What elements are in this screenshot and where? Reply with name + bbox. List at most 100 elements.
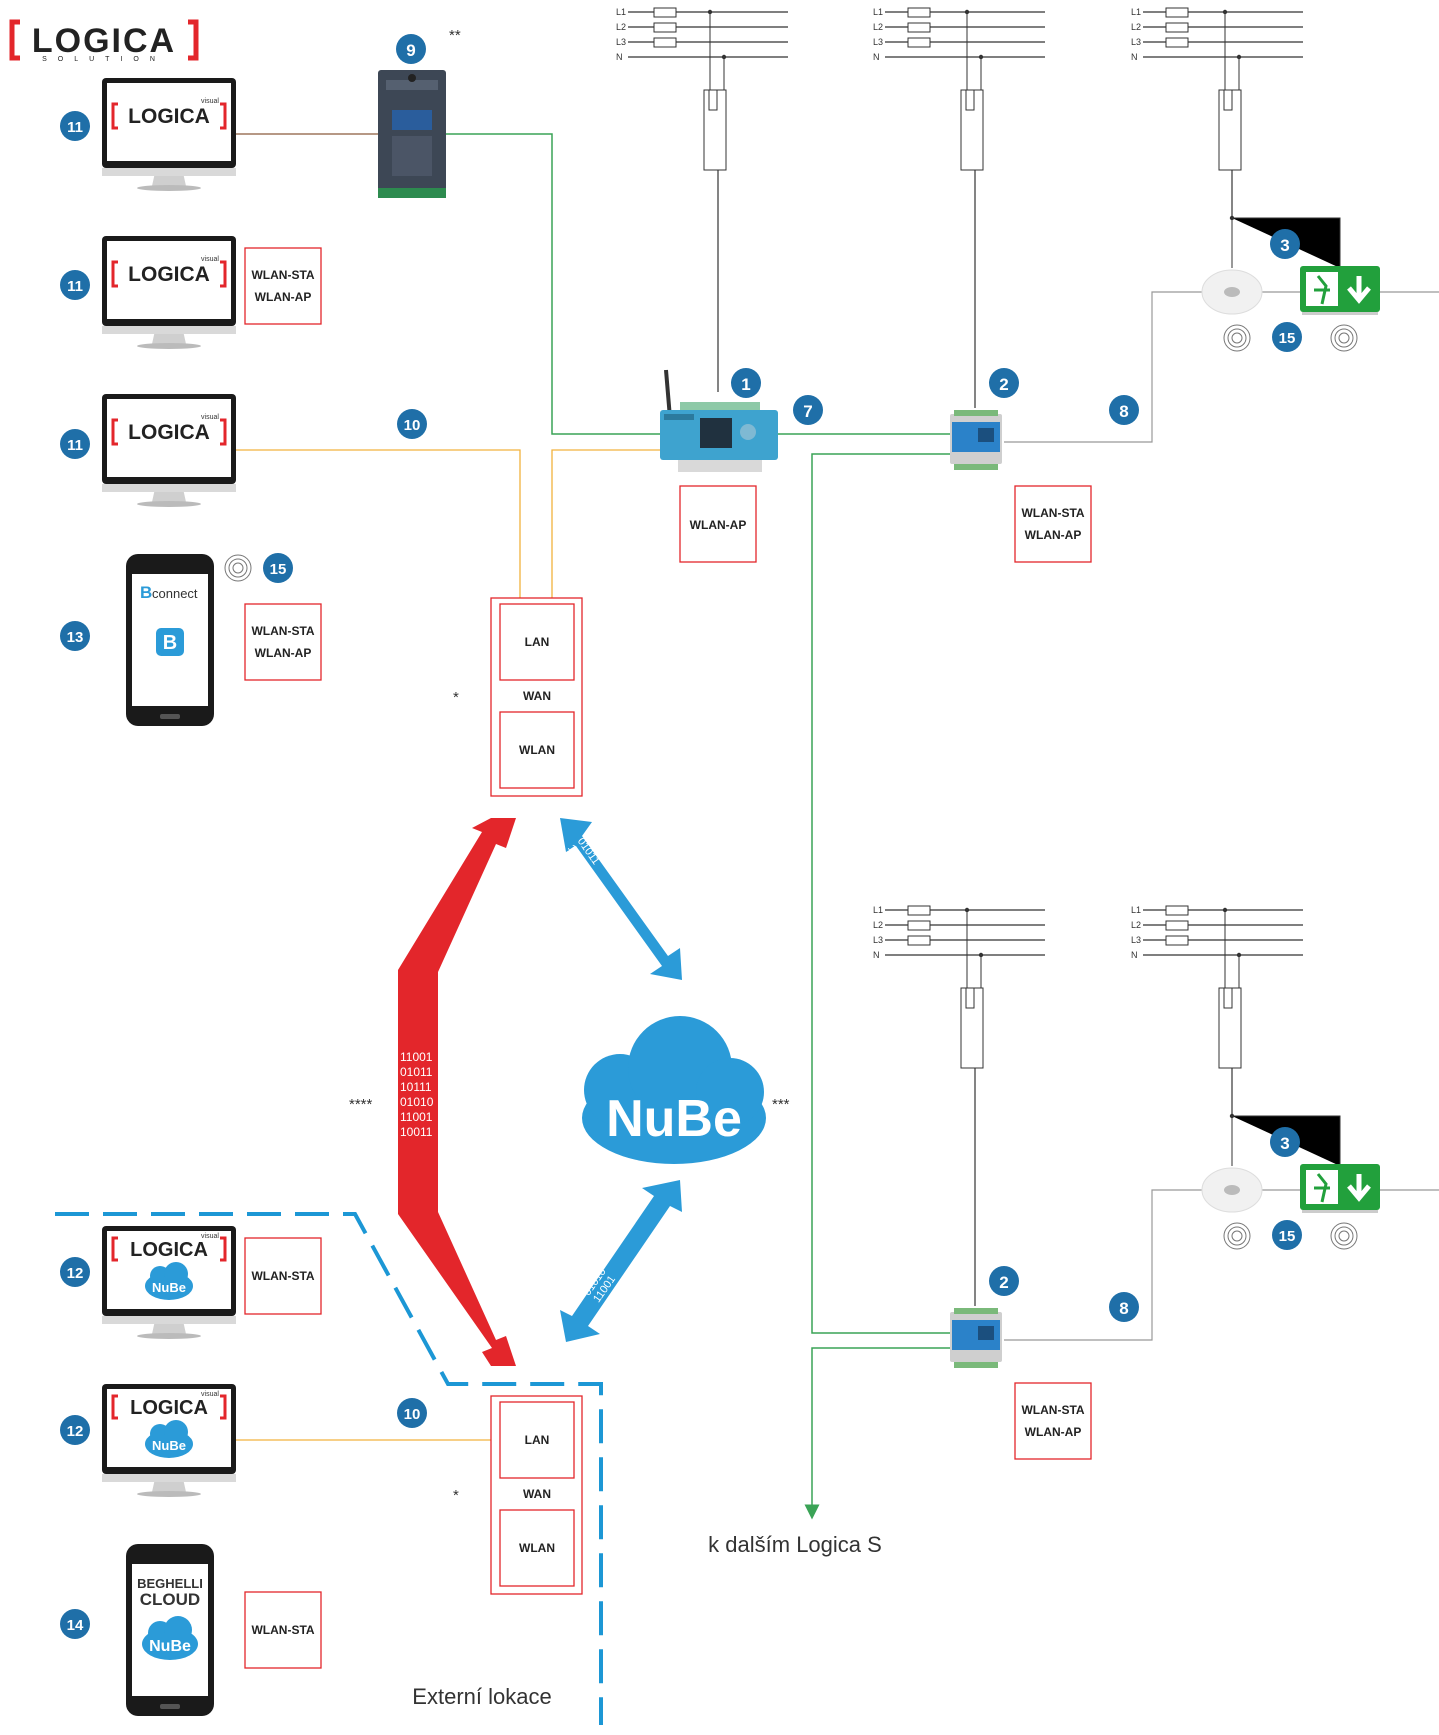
converter-device <box>378 70 446 198</box>
red-arrow-binary: 11001 01011 10111 01010 11001 10011 <box>400 1050 434 1139</box>
badge-11-a: 11 <box>60 111 90 141</box>
nube-label: NuBe <box>606 1090 742 1148</box>
router-bottom: LAN WAN WLAN <box>490 1395 583 1595</box>
svg-text:01010: 01010 <box>400 1095 434 1109</box>
svg-text:11: 11 <box>67 437 83 454</box>
svg-text:9: 9 <box>406 41 415 60</box>
svg-text:B: B <box>163 632 177 654</box>
caption-external-location: Externí lokace <box>412 1684 551 1709</box>
badge-3-bottom: 3 <box>1270 1127 1300 1157</box>
badge-7: 7 <box>793 395 823 425</box>
badge-12-b: 12 <box>60 1415 90 1445</box>
svg-text:WLAN-STA: WLAN-STA <box>1021 1403 1084 1417</box>
svg-text:3: 3 <box>1280 1134 1289 1153</box>
sensor-icon-phone <box>224 554 252 582</box>
svg-text:L2: L2 <box>873 920 883 930</box>
svg-text:WLAN-STA: WLAN-STA <box>251 1623 314 1637</box>
wlan-box-module-top: WLAN-STA WLAN-AP <box>1014 485 1092 563</box>
svg-text:L3: L3 <box>1131 935 1141 945</box>
svg-text:L1: L1 <box>873 905 883 915</box>
svg-text:B: B <box>140 583 152 602</box>
connections <box>236 133 1439 1520</box>
svg-text:11: 11 <box>67 278 83 295</box>
svg-text:14: 14 <box>67 1617 84 1634</box>
svg-text:WAN: WAN <box>523 689 551 703</box>
lamp-group-bottom <box>1201 1164 1380 1250</box>
svg-text:13: 13 <box>67 629 84 646</box>
logo-sub: SOLUTION <box>42 56 166 63</box>
svg-text:LOGICA: LOGICA <box>130 1397 208 1419</box>
svg-text:N: N <box>616 52 623 62</box>
wlan-box-monitor: WLAN-STA WLAN-AP <box>244 247 322 325</box>
monitor-logica-1: LOGICA visual <box>102 78 236 191</box>
power-busbar-3: L1 L2 L3 N <box>1131 7 1341 268</box>
svg-text:WLAN-STA: WLAN-STA <box>251 1269 314 1283</box>
svg-text:15: 15 <box>1279 330 1296 347</box>
monitor-logica-2: LOGICA visual <box>102 236 236 349</box>
svg-text:WLAN: WLAN <box>519 743 555 757</box>
svg-text:CLOUD: CLOUD <box>140 1590 200 1609</box>
monitor-logica-nube-2: LOGICA visual NuBe <box>102 1384 236 1497</box>
svg-text:15: 15 <box>1279 1228 1296 1245</box>
svg-text:LOGICA: LOGICA <box>128 105 210 128</box>
wlan-box-controller: WLAN-AP <box>679 485 757 563</box>
svg-text:L1: L1 <box>616 7 626 17</box>
bconnect-app-icon <box>156 628 184 656</box>
power-busbar-5: L1 L2 L3 N <box>1131 905 1341 1166</box>
blue-arrow-lower: 01010 11001 10011 <box>560 1180 682 1342</box>
svg-text:NuBe: NuBe <box>149 1638 191 1655</box>
svg-text:LAN: LAN <box>525 1433 550 1447</box>
svg-text:10: 10 <box>404 417 421 434</box>
svg-text:WLAN-AP: WLAN-AP <box>255 290 312 304</box>
svg-text:11001: 11001 <box>400 1050 433 1064</box>
badge-12-a: 12 <box>60 1257 90 1287</box>
nube-cloud: NuBe <box>582 1016 766 1164</box>
svg-text:12: 12 <box>67 1423 84 1440</box>
svg-text:visual: visual <box>201 256 219 263</box>
badge-8-top: 8 <box>1109 395 1139 425</box>
svg-text:L1: L1 <box>1131 905 1141 915</box>
badge-1: 1 <box>731 368 761 398</box>
badge-2-bottom: 2 <box>989 1266 1019 1296</box>
svg-text:connect: connect <box>152 586 198 601</box>
svg-text:visual: visual <box>201 1391 219 1398</box>
svg-text:WLAN-AP: WLAN-AP <box>1025 1425 1082 1439</box>
svg-text:WLAN-STA: WLAN-STA <box>251 268 314 282</box>
svg-text:L3: L3 <box>1131 37 1141 47</box>
wlan-box-nube-monitor: WLAN-STA <box>244 1237 322 1315</box>
badge-11-c: 11 <box>60 429 90 459</box>
phone-beghelli-cloud: BEGHELLI CLOUD NuBe <box>126 1544 214 1716</box>
svg-text:11: 11 <box>67 119 83 136</box>
badge-15-top: 15 <box>1272 322 1302 352</box>
sensor-icon <box>1223 324 1358 352</box>
caption-next-logica: k dalším Logica S <box>708 1532 882 1557</box>
svg-text:7: 7 <box>803 402 812 421</box>
badge-9: 9 <box>396 34 426 64</box>
svg-text:WLAN-AP: WLAN-AP <box>255 646 312 660</box>
external-location-boundary <box>55 1212 603 1725</box>
badge-15-phone: 15 <box>263 553 293 583</box>
badge-14: 14 <box>60 1609 90 1639</box>
svg-text:2: 2 <box>999 375 1008 394</box>
svg-text:L2: L2 <box>1131 22 1141 32</box>
svg-text:L3: L3 <box>616 37 626 47</box>
badge-13: 13 <box>60 621 90 651</box>
svg-text:LOGICA: LOGICA <box>128 263 210 286</box>
wlan-box-beghelli-phone: WLAN-STA <box>244 1591 322 1669</box>
svg-text:10: 10 <box>404 1406 421 1423</box>
svg-text:WLAN-STA: WLAN-STA <box>251 624 314 638</box>
wlan-box-phone: WLAN-STA WLAN-AP <box>244 603 322 681</box>
svg-text:LAN: LAN <box>525 635 550 649</box>
module-2-bottom <box>950 1308 1002 1368</box>
svg-text:BEGHELLI: BEGHELLI <box>137 1576 203 1591</box>
note-triple-asterisk: *** <box>772 1096 790 1113</box>
svg-text:WLAN-AP: WLAN-AP <box>1025 528 1082 542</box>
svg-text:WAN: WAN <box>523 1487 551 1501</box>
svg-text:visual: visual <box>201 414 219 421</box>
svg-text:WLAN: WLAN <box>519 1541 555 1555</box>
power-busbar-1: L1 L2 L3 N <box>616 7 788 392</box>
svg-text:L2: L2 <box>616 22 626 32</box>
svg-text:L3: L3 <box>873 37 883 47</box>
svg-text:WLAN-STA: WLAN-STA <box>1021 506 1084 520</box>
svg-text:10111: 10111 <box>400 1080 432 1094</box>
